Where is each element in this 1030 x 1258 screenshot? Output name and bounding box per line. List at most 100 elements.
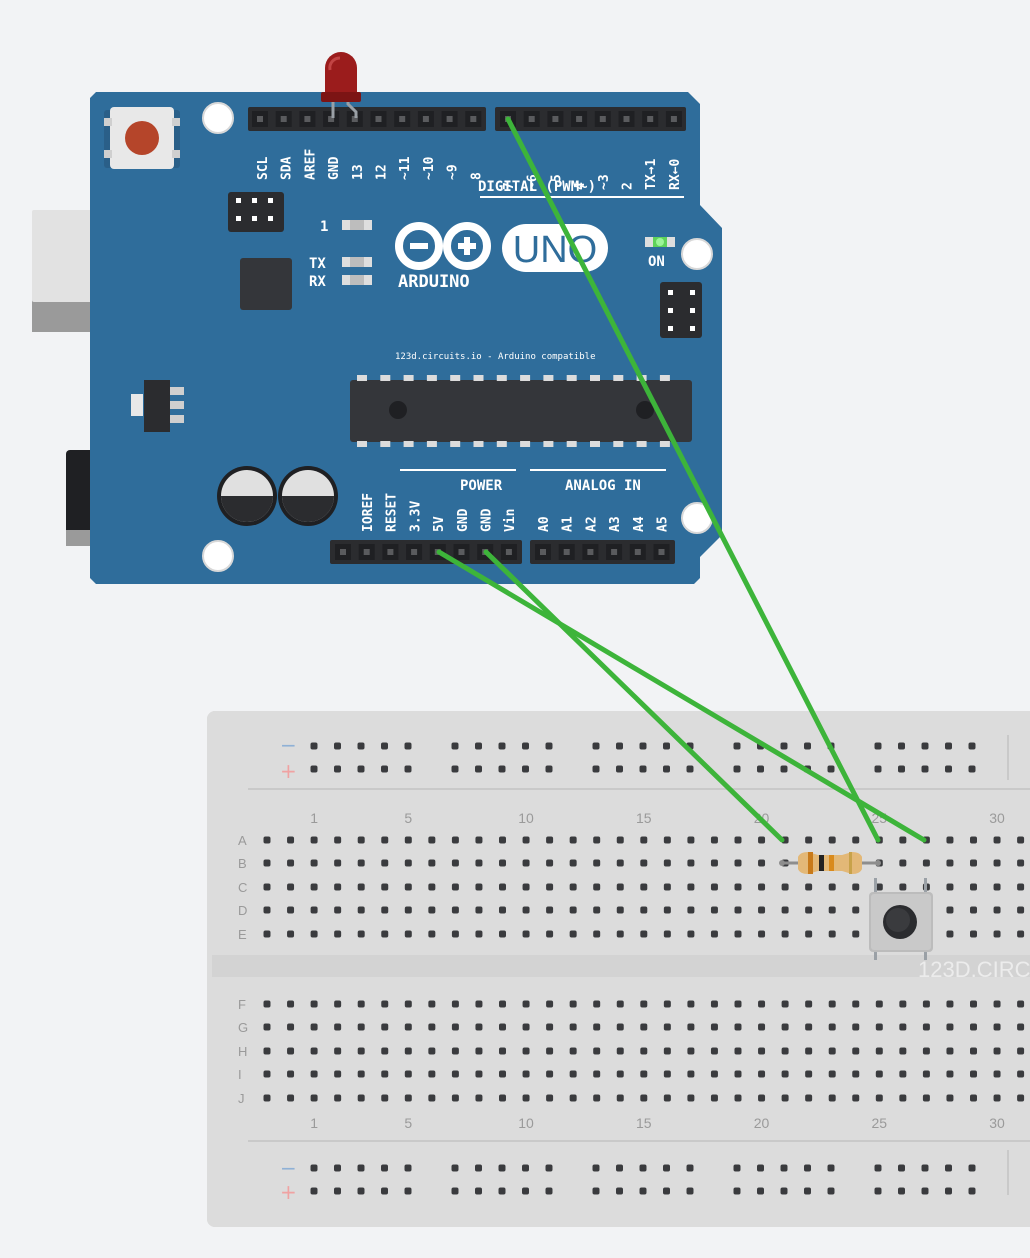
breadboard-hole[interactable] [852, 1047, 860, 1055]
breadboard-hole[interactable] [734, 1023, 742, 1031]
rail-hole[interactable] [404, 1164, 412, 1172]
rail-hole[interactable] [945, 765, 952, 773]
breadboard-hole[interactable] [734, 836, 742, 844]
breadboard-hole[interactable] [899, 859, 907, 867]
breadboard-hole[interactable] [546, 859, 554, 867]
rail-hole[interactable] [616, 1164, 623, 1172]
breadboard-hole[interactable] [758, 1023, 766, 1031]
rail-hole[interactable] [780, 1187, 788, 1195]
rail-hole[interactable] [522, 742, 529, 750]
breadboard-hole[interactable] [781, 1000, 789, 1008]
rail-hole[interactable] [780, 742, 788, 750]
breadboard-hole[interactable] [993, 1070, 1001, 1078]
breadboard-hole[interactable] [569, 906, 577, 914]
rail-hole[interactable] [874, 742, 882, 750]
breadboard-hole[interactable] [310, 1070, 318, 1078]
rail-hole[interactable] [545, 765, 553, 773]
breadboard-hole[interactable] [922, 1023, 930, 1031]
rail-hole[interactable] [874, 1187, 882, 1195]
rail-hole[interactable] [592, 765, 600, 773]
rail-hole[interactable] [616, 765, 623, 773]
reset-button-icon[interactable] [104, 107, 180, 169]
breadboard-hole[interactable] [404, 1070, 412, 1078]
breadboard-hole[interactable] [428, 906, 436, 914]
rail-hole[interactable] [921, 1164, 929, 1172]
breadboard-hole[interactable] [522, 1070, 530, 1078]
breadboard-hole[interactable] [875, 1094, 883, 1102]
breadboard-hole[interactable] [852, 906, 860, 914]
breadboard-hole[interactable] [428, 1000, 436, 1008]
breadboard-hole[interactable] [1017, 836, 1025, 844]
breadboard-hole[interactable] [263, 906, 271, 914]
breadboard-hole[interactable] [663, 1047, 671, 1055]
breadboard-hole[interactable] [428, 859, 436, 867]
rail-hole[interactable] [522, 1164, 529, 1172]
breadboard-hole[interactable] [663, 859, 671, 867]
rail-hole[interactable] [733, 1187, 741, 1195]
breadboard-hole[interactable] [663, 1023, 671, 1031]
breadboard-hole[interactable] [805, 1094, 813, 1102]
breadboard-hole[interactable] [287, 1023, 295, 1031]
breadboard-hole[interactable] [805, 1000, 813, 1008]
breadboard-hole[interactable] [287, 1047, 295, 1055]
breadboard-hole[interactable] [616, 906, 624, 914]
breadboard-hole[interactable] [946, 883, 954, 891]
breadboard-hole[interactable] [828, 930, 836, 938]
rail-hole[interactable] [663, 742, 670, 750]
breadboard-hole[interactable] [263, 859, 271, 867]
breadboard-hole[interactable] [899, 1047, 907, 1055]
breadboard-hole[interactable] [946, 859, 954, 867]
breadboard-hole[interactable] [946, 836, 954, 844]
rail-hole[interactable] [310, 1187, 318, 1195]
breadboard-hole[interactable] [687, 1070, 695, 1078]
rail-hole[interactable] [874, 765, 882, 773]
rail-hole[interactable] [451, 1187, 459, 1195]
breadboard-hole[interactable] [922, 1000, 930, 1008]
breadboard-hole[interactable] [710, 906, 718, 914]
breadboard-hole[interactable] [593, 930, 601, 938]
rail-hole[interactable] [827, 1164, 835, 1172]
rail-hole[interactable] [639, 742, 647, 750]
breadboard-hole[interactable] [1017, 1070, 1025, 1078]
breadboard-hole[interactable] [381, 906, 389, 914]
breadboard-hole[interactable] [616, 836, 624, 844]
breadboard-hole[interactable] [451, 1023, 459, 1031]
breadboard-hole[interactable] [663, 930, 671, 938]
breadboard-hole[interactable] [781, 1070, 789, 1078]
rail-hole[interactable] [404, 765, 412, 773]
breadboard-hole[interactable] [593, 859, 601, 867]
breadboard-hole[interactable] [805, 930, 813, 938]
rail-hole[interactable] [334, 742, 341, 750]
breadboard-hole[interactable] [499, 1023, 506, 1031]
breadboard-hole[interactable] [781, 1023, 789, 1031]
breadboard-hole[interactable] [875, 883, 883, 891]
breadboard-hole[interactable] [499, 1047, 506, 1055]
breadboard-hole[interactable] [263, 930, 271, 938]
breadboard-hole[interactable] [710, 859, 718, 867]
rail-hole[interactable] [686, 765, 694, 773]
breadboard-hole[interactable] [522, 1094, 530, 1102]
breadboard-hole[interactable] [899, 1023, 907, 1031]
breadboard-hole[interactable] [875, 1000, 883, 1008]
wire-gnd-to-resistor[interactable] [483, 549, 785, 843]
rail-hole[interactable] [663, 765, 670, 773]
breadboard-hole[interactable] [451, 1000, 459, 1008]
breadboard-hole[interactable] [616, 859, 624, 867]
breadboard-hole[interactable] [852, 930, 860, 938]
breadboard-hole[interactable] [569, 1047, 577, 1055]
rail-hole[interactable] [921, 765, 929, 773]
breadboard-hole[interactable] [475, 859, 483, 867]
breadboard-hole[interactable] [993, 1023, 1001, 1031]
rail-hole[interactable] [592, 742, 600, 750]
breadboard-hole[interactable] [687, 1023, 695, 1031]
breadboard-hole[interactable] [946, 1023, 954, 1031]
breadboard-hole[interactable] [993, 859, 1001, 867]
breadboard-hole[interactable] [428, 930, 436, 938]
breadboard-hole[interactable] [946, 1094, 954, 1102]
breadboard-hole[interactable] [475, 1023, 483, 1031]
breadboard-hole[interactable] [710, 883, 718, 891]
breadboard-hole[interactable] [569, 1070, 577, 1078]
rail-hole[interactable] [898, 765, 905, 773]
